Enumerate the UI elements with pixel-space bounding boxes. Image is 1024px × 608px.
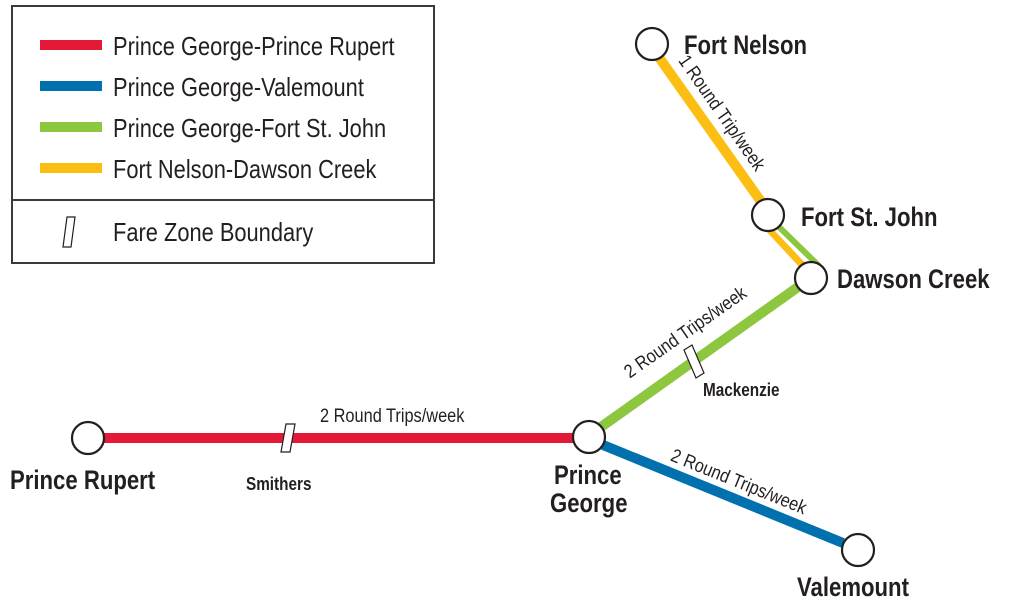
legend-item-fare-zone: Fare Zone Boundary bbox=[13, 201, 433, 262]
fare-zone-boundary-mackenzie bbox=[683, 344, 705, 379]
route-line-fort-nelson-fort-st-john bbox=[653, 53, 767, 206]
fare-zone-boundary-icon bbox=[62, 216, 76, 248]
legend-label-fare-zone: Fare Zone Boundary bbox=[113, 217, 314, 247]
station-label-valemount: Valemount bbox=[797, 572, 909, 602]
station-label-fort-nelson: Fort Nelson bbox=[684, 30, 808, 60]
station-prince-george[interactable] bbox=[571, 419, 607, 455]
legend-label: Fort Nelson-Dawson Creek bbox=[113, 154, 377, 184]
station-label-prince-george-line1: Prince bbox=[554, 460, 622, 490]
station-valemount[interactable] bbox=[840, 532, 876, 568]
route-line-prince-george-dawson-creek bbox=[598, 282, 801, 432]
fare-zone-boundary-smithers bbox=[280, 423, 296, 453]
station-fort-st-john[interactable] bbox=[750, 197, 786, 233]
route-line-gap bbox=[769, 224, 812, 269]
station-label-dawson-creek: Dawson Creek bbox=[837, 264, 990, 294]
legend-swatch-yellow bbox=[40, 163, 102, 173]
legend-label: Prince George-Fort St. John bbox=[113, 113, 387, 143]
legend-swatch-green bbox=[40, 122, 102, 132]
station-fort-nelson[interactable] bbox=[634, 26, 670, 62]
station-label-fort-st-john: Fort St. John bbox=[801, 202, 938, 232]
frequency-prince-rupert-prince-george: 2 Round Trips/week bbox=[320, 406, 465, 427]
route-line-prince-george-valemount bbox=[601, 440, 845, 548]
legend: Prince George-Prince Rupert Prince Georg… bbox=[11, 5, 435, 264]
legend-swatch-red bbox=[40, 40, 102, 50]
label-smithers: Smithers bbox=[246, 474, 312, 494]
label-mackenzie: Mackenzie bbox=[703, 380, 780, 400]
route-line-fort-st-john-dawson-creek-yellow bbox=[764, 224, 808, 271]
station-label-prince-rupert: Prince Rupert bbox=[10, 465, 156, 495]
legend-label: Prince George-Prince Rupert bbox=[113, 31, 395, 61]
route-line-dawson-creek-fort-st-john-green bbox=[771, 219, 822, 269]
station-prince-rupert[interactable] bbox=[70, 420, 106, 456]
legend-label: Prince George-Valemount bbox=[113, 72, 364, 102]
station-dawson-creek[interactable] bbox=[793, 260, 829, 296]
station-label-prince-george-line2: George bbox=[550, 488, 628, 518]
legend-routes: Prince George-Prince Rupert Prince Georg… bbox=[13, 7, 433, 201]
legend-swatch-blue bbox=[40, 81, 102, 91]
